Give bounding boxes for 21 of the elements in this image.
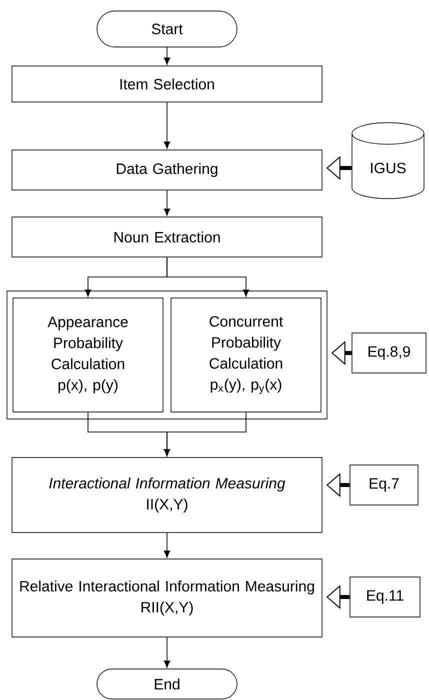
equation-box: Eq.7 (350, 464, 418, 506)
equation-box: Eq.8,9 (352, 332, 426, 374)
process-box: Noun Extraction (12, 216, 322, 258)
start-terminal: Start (96, 10, 238, 48)
process-box: Appearance Probability Calculation p(x), p(y) (12, 298, 164, 412)
group-box (6, 290, 328, 420)
process-box: Item Selection (12, 66, 322, 102)
database-cylinder: IGUS (352, 122, 424, 199)
arrow (164, 190, 170, 216)
arrow (164, 46, 170, 65)
arrow (164, 532, 170, 558)
end-terminal: End (96, 668, 238, 700)
process-box: Data Gathering (12, 150, 322, 190)
arrow (166, 256, 250, 297)
equation-box: Eq.11 (350, 576, 420, 618)
process-box: Relative Interactional Information Measuring RII(X,Y) (12, 558, 322, 638)
arrow (164, 102, 170, 149)
process-box: Concurrent Probability Calculation p$_{x}$(y), p$_{y}$(x) (170, 298, 322, 412)
arrow (164, 636, 170, 668)
arrow (164, 412, 246, 456)
process-box: Interactional Information Measuring II(X,Y) (12, 457, 322, 533)
